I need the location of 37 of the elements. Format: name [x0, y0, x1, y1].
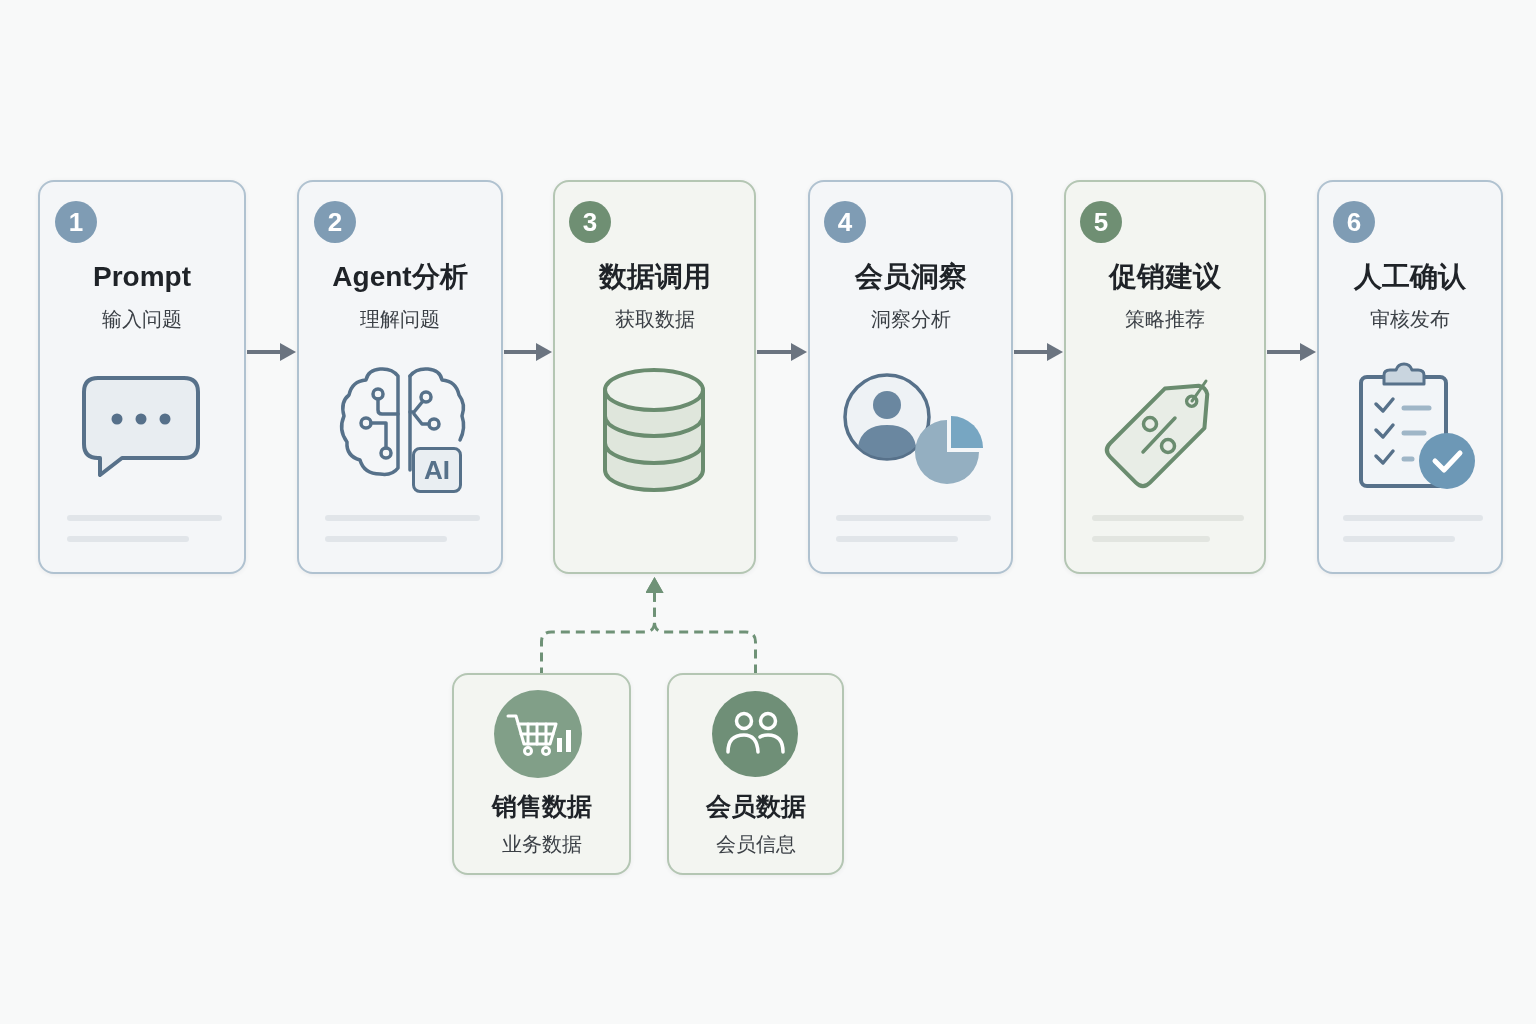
card-title: 促销建议: [1109, 260, 1221, 294]
step-card: [808, 180, 1013, 574]
card-subtitle: 业务数据: [501, 832, 582, 857]
arrow: [504, 343, 552, 361]
card-subtitle: 会员信息: [715, 832, 796, 857]
arrow: [247, 343, 296, 361]
number-badge: 5: [1080, 201, 1122, 243]
arrow: [1267, 343, 1316, 361]
step-card: [1064, 180, 1266, 574]
number-badge: 6: [1333, 201, 1375, 243]
card-subtitle: 理解问题: [360, 307, 440, 332]
card-title: 会员洞察: [854, 260, 967, 294]
data-source-card: [667, 673, 844, 875]
card-subtitle: 策略推荐: [1125, 307, 1205, 332]
number-badge: 4: [824, 201, 866, 243]
number-badge: 2: [314, 201, 356, 243]
number-badge: 3: [569, 201, 611, 243]
card-subtitle: 洞察分析: [870, 307, 951, 332]
card-title: Prompt: [93, 260, 191, 294]
card-subtitle: 输入问题: [102, 307, 182, 332]
card-title: 会员数据: [705, 791, 806, 821]
card-title: 销售数据: [491, 791, 592, 821]
step-card: [38, 180, 246, 574]
card-subtitle: 审核发布: [1370, 307, 1450, 332]
data-source-card: [452, 673, 631, 875]
step-card: [1317, 180, 1503, 574]
step-card: [553, 180, 756, 574]
icon-tag: AI: [412, 447, 462, 493]
card-title: 人工确认: [1354, 260, 1466, 294]
card-title: 数据调用: [598, 260, 711, 294]
arrow: [1014, 343, 1063, 361]
number-badge: 1: [55, 201, 97, 243]
card-subtitle: 获取数据: [614, 307, 695, 332]
arrow: [645, 577, 757, 673]
step-card: [297, 180, 503, 574]
card-title: Agent分析: [332, 260, 468, 294]
arrow: [757, 343, 807, 361]
